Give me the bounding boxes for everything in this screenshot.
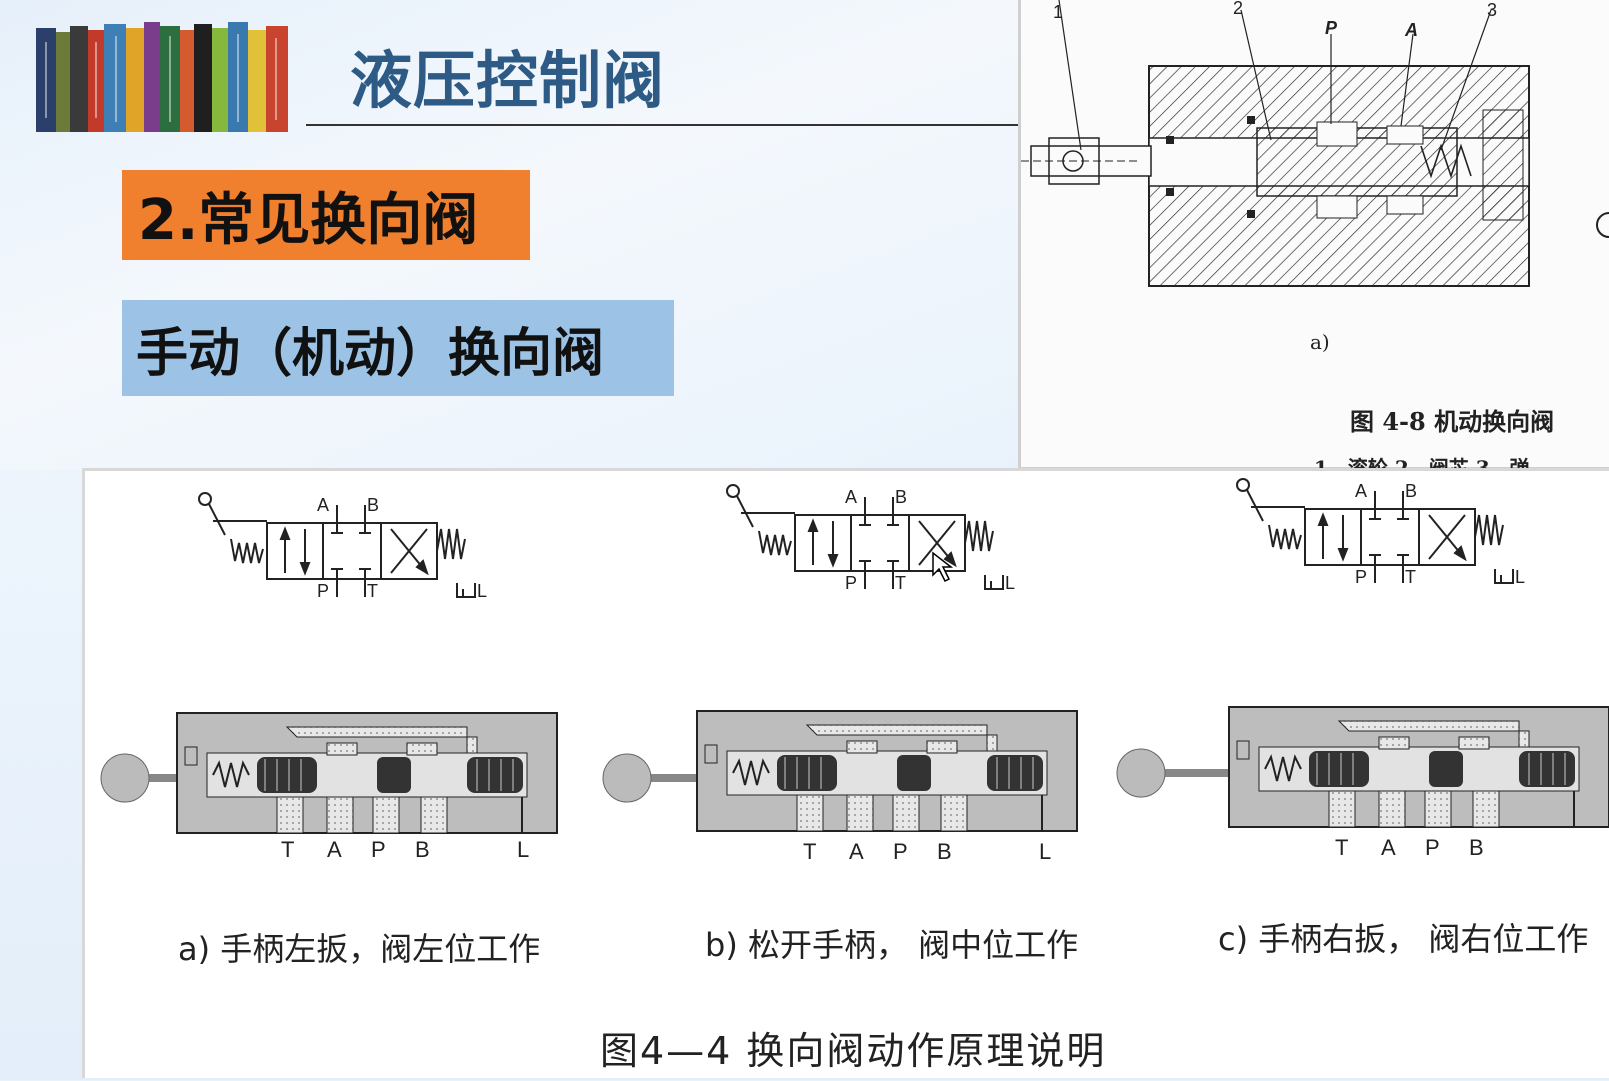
valve-c-port-a: A <box>1381 835 1396 860</box>
caption-a: a) 手柄左扳，阀左位工作 <box>178 930 541 968</box>
symbol-b-port-l: L <box>1005 573 1015 593</box>
symbol-c-port-p: P <box>1355 567 1367 587</box>
symbol-a-port-a: A <box>317 495 329 515</box>
valve-b-port-t: T <box>803 839 816 864</box>
symbol-c-port-t: T <box>1405 567 1416 587</box>
symbol-a-port-l: L <box>477 581 487 601</box>
mouse-cursor-icon <box>932 551 954 583</box>
books-logo-image <box>36 22 288 132</box>
valve-b-port-p: P <box>893 839 908 864</box>
section-tag: 2.常见换向阀 <box>122 170 530 260</box>
valve-c-port-t: T <box>1335 835 1348 860</box>
valve-a-port-t: T <box>281 837 294 862</box>
part-number-1: 1 <box>1053 2 1063 22</box>
symbol-b-port-t: T <box>895 573 906 593</box>
symbol-a-port-b: B <box>367 495 379 515</box>
caption-c: c) 手柄右扳， 阀右位工作 <box>1218 920 1589 958</box>
figure-4-4-caption: 图4—4 换向阀动作原理说明 <box>600 1029 1107 1073</box>
symbol-c-port-l: L <box>1515 567 1525 587</box>
section-tag-text: 2.常见换向阀 <box>138 187 479 253</box>
symbol-b-port-b: B <box>895 487 907 507</box>
symbol-a-port-t: T <box>367 581 378 601</box>
valve-a-port-b: B <box>415 837 430 862</box>
valve-b-port-l: L <box>1039 839 1051 864</box>
valve-c-port-b: B <box>1469 835 1484 860</box>
valve-b-port-b: B <box>937 839 952 864</box>
figure-4-8-sublabel: a) <box>1310 330 1330 354</box>
symbol-b-port-p: P <box>845 573 857 593</box>
figure-4-4-image: A B P T L A B P T L A B P T L T A <box>82 468 1609 1078</box>
subsection-tag: 手动（机动）换向阀 <box>122 300 674 396</box>
symbol-c-port-b: B <box>1405 481 1417 501</box>
port-p-label: P <box>1325 18 1338 38</box>
valve-a-port-p: P <box>371 837 386 862</box>
valve-b-port-a: A <box>849 839 864 864</box>
figure-4-8-legend: 1—滚轮 2—阀芯 3—弹 <box>1314 456 1530 468</box>
figure-4-8-image: 1 2 P A 3 <box>1018 0 1609 470</box>
symbol-a-port-p: P <box>317 581 329 601</box>
subsection-tag-text: 手动（机动）换向阀 <box>136 323 605 384</box>
caption-b: b) 松开手柄， 阀中位工作 <box>705 926 1079 964</box>
symbol-b-port-a: A <box>845 487 857 507</box>
figure-4-8-drawing: 1 2 P A 3 <box>1021 0 1609 287</box>
part-number-2: 2 <box>1233 0 1243 18</box>
figure-4-4-drawing: A B P T L A B P T L A B P T L T A <box>100 478 1609 864</box>
valve-a-port-l: L <box>517 837 529 862</box>
title-underline <box>306 124 1018 126</box>
page-title: 液压控制阀 <box>350 44 666 117</box>
port-a-label: A <box>1404 20 1418 40</box>
figure-4-8-caption: 图 4-8 机动换向阀 <box>1350 407 1555 436</box>
valve-c-port-p: P <box>1425 835 1440 860</box>
valve-a-port-a: A <box>327 837 342 862</box>
symbol-c-port-a: A <box>1355 481 1367 501</box>
part-number-3: 3 <box>1487 0 1497 20</box>
